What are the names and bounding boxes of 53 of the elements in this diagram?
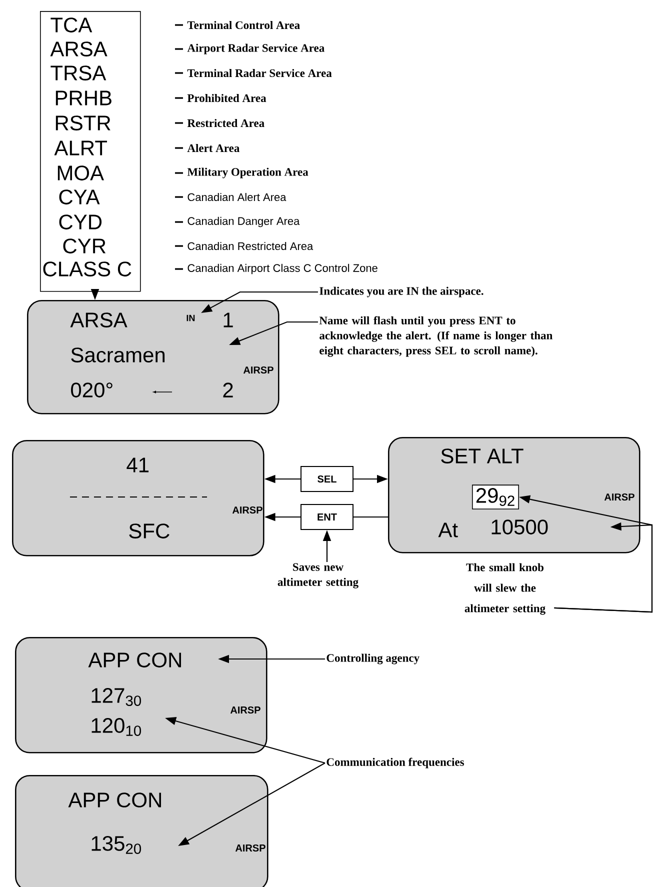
display-text: AIRSP bbox=[604, 493, 634, 501]
abbreviation: ALRT bbox=[54, 140, 107, 156]
display-text: 10500 bbox=[492, 520, 548, 534]
display-text: SET ALT bbox=[441, 448, 524, 464]
display-text: 2 bbox=[223, 382, 233, 398]
display-text: Sacramen bbox=[71, 348, 165, 362]
definition: Canadian Restricted Area bbox=[188, 242, 314, 250]
display-text: AIRSP bbox=[235, 844, 266, 852]
abbreviation: RSTR bbox=[56, 116, 110, 130]
note-text: The small knob will slew the altimeter setting bbox=[464, 563, 546, 615]
definition: Terminal Control Area bbox=[187, 20, 300, 30]
display-text: 120$_{10}$ bbox=[92, 718, 142, 736]
altimeter-field: 29$_{92}$ bbox=[472, 484, 519, 510]
display-text: 1 bbox=[224, 312, 233, 328]
display-text: APP CON bbox=[68, 792, 161, 808]
definition: Canadian Airport Class C Control Zone bbox=[188, 264, 378, 274]
definition: Alert Area bbox=[187, 144, 240, 152]
definition: Prohibited Area bbox=[187, 94, 266, 102]
display-text: ARSA bbox=[70, 312, 128, 328]
display-text: AIRSP bbox=[230, 706, 260, 714]
abbreviation: TCA bbox=[50, 18, 92, 32]
abbreviation: CLASS C bbox=[43, 262, 132, 276]
note-text: Indicates you are IN the airspace. bbox=[320, 286, 484, 298]
abbreviation: CYA bbox=[59, 190, 100, 204]
display-text: 020° bbox=[71, 382, 112, 398]
note-text: Saves new altimeter setting bbox=[278, 563, 358, 588]
display-text: 135$_{20}$ bbox=[92, 836, 142, 854]
display-text: SFC bbox=[129, 524, 170, 538]
abbreviation: CYD bbox=[59, 214, 102, 230]
note-text: Controlling agency bbox=[326, 654, 420, 664]
key-button: SEL bbox=[300, 466, 354, 492]
definition: Canadian Danger Area bbox=[188, 216, 300, 228]
definition: Airport Radar Service Area bbox=[187, 44, 324, 54]
display-text: 41 bbox=[126, 458, 149, 472]
abbreviation: MOA bbox=[58, 166, 104, 180]
connector-line bbox=[354, 516, 388, 518]
abbreviation: ARSA bbox=[50, 42, 108, 56]
definition: Restricted Area bbox=[187, 118, 264, 128]
abbreviation: CYR bbox=[63, 238, 106, 254]
display-text: IN bbox=[186, 314, 195, 322]
display-text: APP CON bbox=[88, 652, 181, 668]
note-text: Name will flash until you press ENT to acknowledge the alert. (If name is longer than eight characters, press SEL to scroll name). bbox=[319, 316, 552, 357]
abbreviation: TRSA bbox=[50, 66, 106, 80]
display-text: At bbox=[438, 522, 458, 538]
abbreviation: PRHB bbox=[56, 90, 112, 106]
key-button: ENT bbox=[300, 504, 354, 530]
display-text: 127$_{30}$ bbox=[92, 688, 142, 706]
definition: Terminal Radar Service Area bbox=[187, 68, 332, 78]
definition: Canadian Alert Area bbox=[188, 192, 286, 202]
display-text: AIRSP bbox=[243, 366, 274, 374]
note-text: Communication frequencies bbox=[326, 758, 464, 768]
display-text: AIRSP bbox=[232, 506, 262, 514]
definition: Military Operation Area bbox=[187, 168, 308, 178]
